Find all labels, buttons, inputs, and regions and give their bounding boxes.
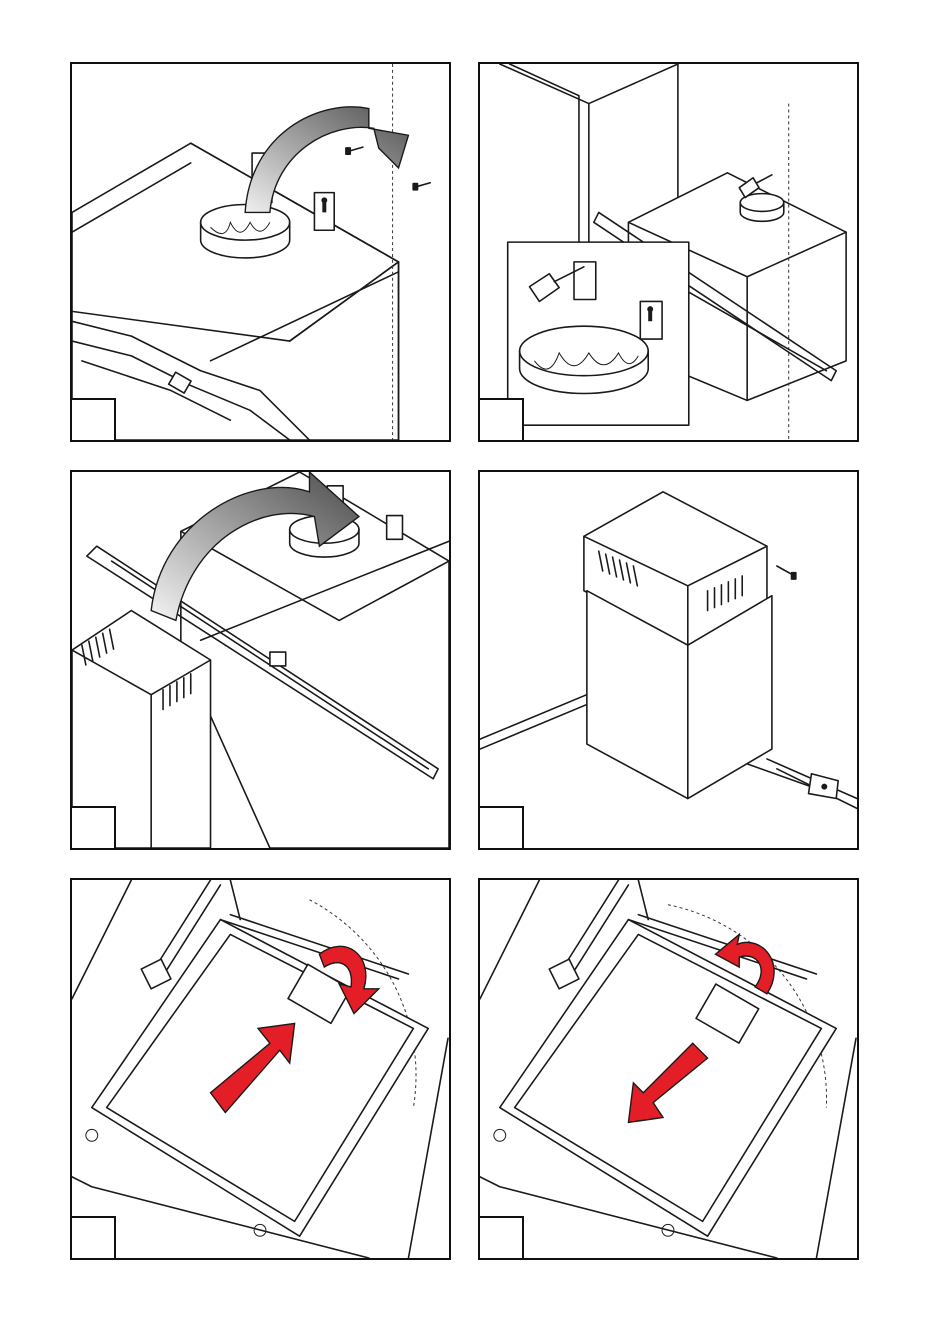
- chimney-fixing-illustration: [480, 472, 857, 848]
- hood-top-illustration: [72, 64, 449, 440]
- hood-hook-illustration: [480, 64, 857, 440]
- panel-4-chimney-fixing: [478, 470, 859, 850]
- panel-1-hood-top-fixing: [70, 62, 451, 442]
- step-number-box: [478, 398, 524, 442]
- step-number-box: [70, 1216, 116, 1260]
- filter-panel: [92, 920, 428, 1237]
- screw-icon: [412, 183, 430, 191]
- screwdriver-icon: [747, 764, 838, 799]
- filter-remove-illustration: [480, 880, 857, 1258]
- step-number-box: [70, 398, 116, 442]
- chimney-insert-illustration: [72, 472, 449, 848]
- panel-5-filter-insert: [70, 878, 451, 1260]
- panel-3-chimney-insert: [70, 470, 451, 850]
- screw-icon: [345, 147, 363, 155]
- panel-2-hook-hood: [478, 62, 859, 442]
- filter-insert-illustration: [72, 880, 449, 1258]
- step-number-box: [478, 1216, 524, 1260]
- step-number-box: [478, 806, 524, 850]
- screw-icon: [777, 566, 797, 580]
- panel-6-filter-remove: [478, 878, 859, 1260]
- step-number-box: [70, 806, 116, 850]
